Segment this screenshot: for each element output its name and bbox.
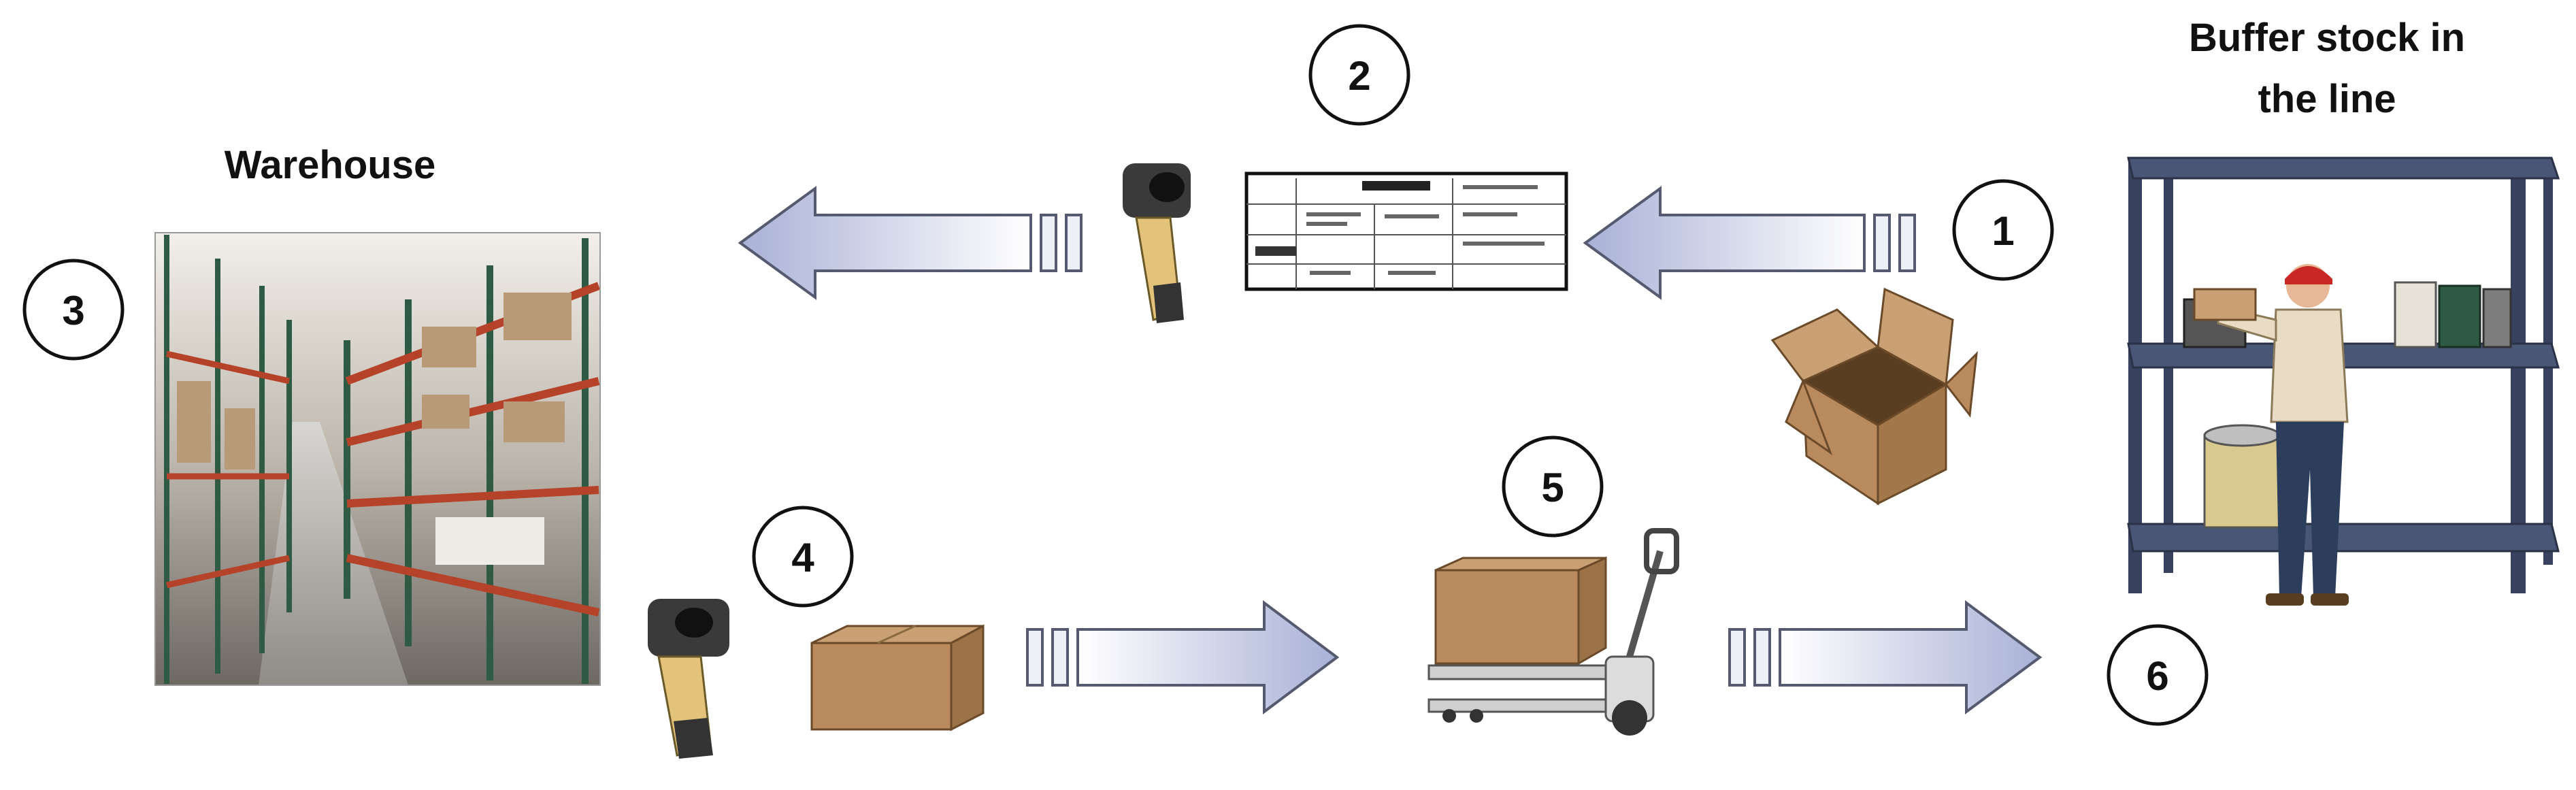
step-number-3: 3 [62,288,84,333]
arrow-right-bottom-left [1026,600,1340,714]
pallet-jack-icon [1427,528,1679,736]
buffer-stock-label-line2: the line [2258,77,2396,121]
step-circle-6: 6 [2107,624,2209,726]
arrow-left-top-right [1583,186,1916,300]
barcode-scanner-icon-bottom [648,599,729,759]
buffer-stock-label-line1: Buffer stock in [2188,16,2466,60]
buffer-stock-rack-photo [2127,157,2560,606]
barcode-scanner-icon-top [1123,163,1191,323]
step-circle-4: 4 [752,506,854,608]
arrow-right-bottom-right [1728,600,2043,714]
step-circle-5: 5 [1502,435,1604,538]
arrow-left-top-left [738,186,1083,300]
step-circle-3: 3 [22,259,125,361]
step-circle-1: 1 [1952,179,2054,281]
warehouse-photo [154,232,601,686]
step-number-2: 2 [1348,53,1370,99]
kanban-card-icon [1244,171,1568,291]
step-circle-2: 2 [1308,24,1410,126]
warehouse-label: Warehouse [224,143,436,187]
step-number-6: 6 [2146,653,2168,699]
step-number-4: 4 [791,535,814,580]
step-number-5: 5 [1541,465,1564,510]
step-number-1: 1 [1992,208,2014,254]
closed-box-icon [810,624,985,731]
open-box-icon [1770,287,1978,506]
